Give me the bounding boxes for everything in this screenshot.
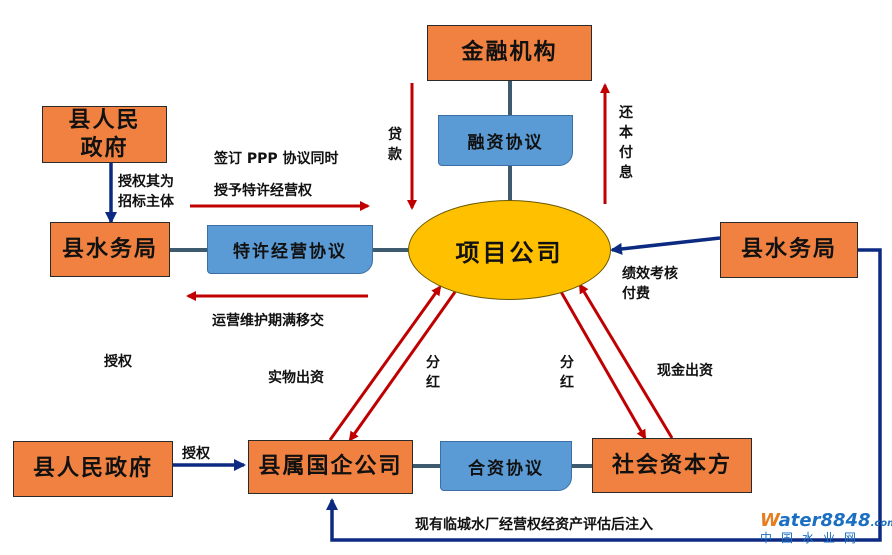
label-grant-franchise: 授予特许经营权 bbox=[214, 183, 312, 199]
label-authorize-mid: 授权 bbox=[104, 354, 132, 370]
node-financial-institution: 金融机构 bbox=[427, 25, 592, 81]
node-county-water-right: 县水务局 bbox=[720, 222, 858, 278]
label-in-kind: 实物出资 bbox=[268, 370, 324, 386]
node-soe-company: 县属国企公司 bbox=[248, 440, 413, 494]
label-sign-ppp: 签订 PPP 协议同时 bbox=[214, 151, 339, 167]
doc-jv-agreement: 合资协议 bbox=[440, 441, 572, 491]
watermark-logo: Water8848.com 中国水业网 bbox=[760, 510, 892, 545]
label-transfer-on-expiry: 运营维护期满移交 bbox=[212, 313, 324, 329]
label-dividend-left: 分红 bbox=[426, 355, 440, 391]
node-project-company: 项目公司 bbox=[408, 200, 611, 300]
label-inject-assets: 现有临城水厂经营权经资产评估后注入 bbox=[415, 517, 653, 533]
node-county-gov-bottom: 县人民政府 bbox=[13, 441, 173, 497]
arrow-cash bbox=[578, 283, 674, 439]
node-county-gov-top: 县人民 政府 bbox=[42, 106, 167, 163]
node-social-capital: 社会资本方 bbox=[592, 438, 752, 493]
arrow-dividend-left bbox=[348, 291, 457, 442]
arrow-inject-assets bbox=[326, 248, 882, 542]
doc-financing-agreement: 融资协议 bbox=[438, 115, 573, 166]
label-authorize-bidder: 授权其为 招标主体 bbox=[118, 174, 174, 210]
label-cash-contrib: 现金出资 bbox=[657, 363, 713, 379]
label-authorize-bottom: 授权 bbox=[182, 446, 210, 462]
node-county-water-left: 县水务局 bbox=[50, 222, 170, 277]
label-repay: 还本付息 bbox=[619, 105, 633, 181]
arrow-in-kind bbox=[328, 285, 442, 441]
arrow-dividend-right bbox=[558, 289, 647, 440]
label-performance-pay: 绩效考核 付费 bbox=[622, 266, 678, 302]
label-loan: 贷款 bbox=[388, 127, 402, 163]
doc-franchise-agreement: 特许经营协议 bbox=[207, 225, 373, 274]
label-dividend-right: 分红 bbox=[560, 355, 574, 391]
arrow-performance-pay bbox=[610, 236, 721, 255]
